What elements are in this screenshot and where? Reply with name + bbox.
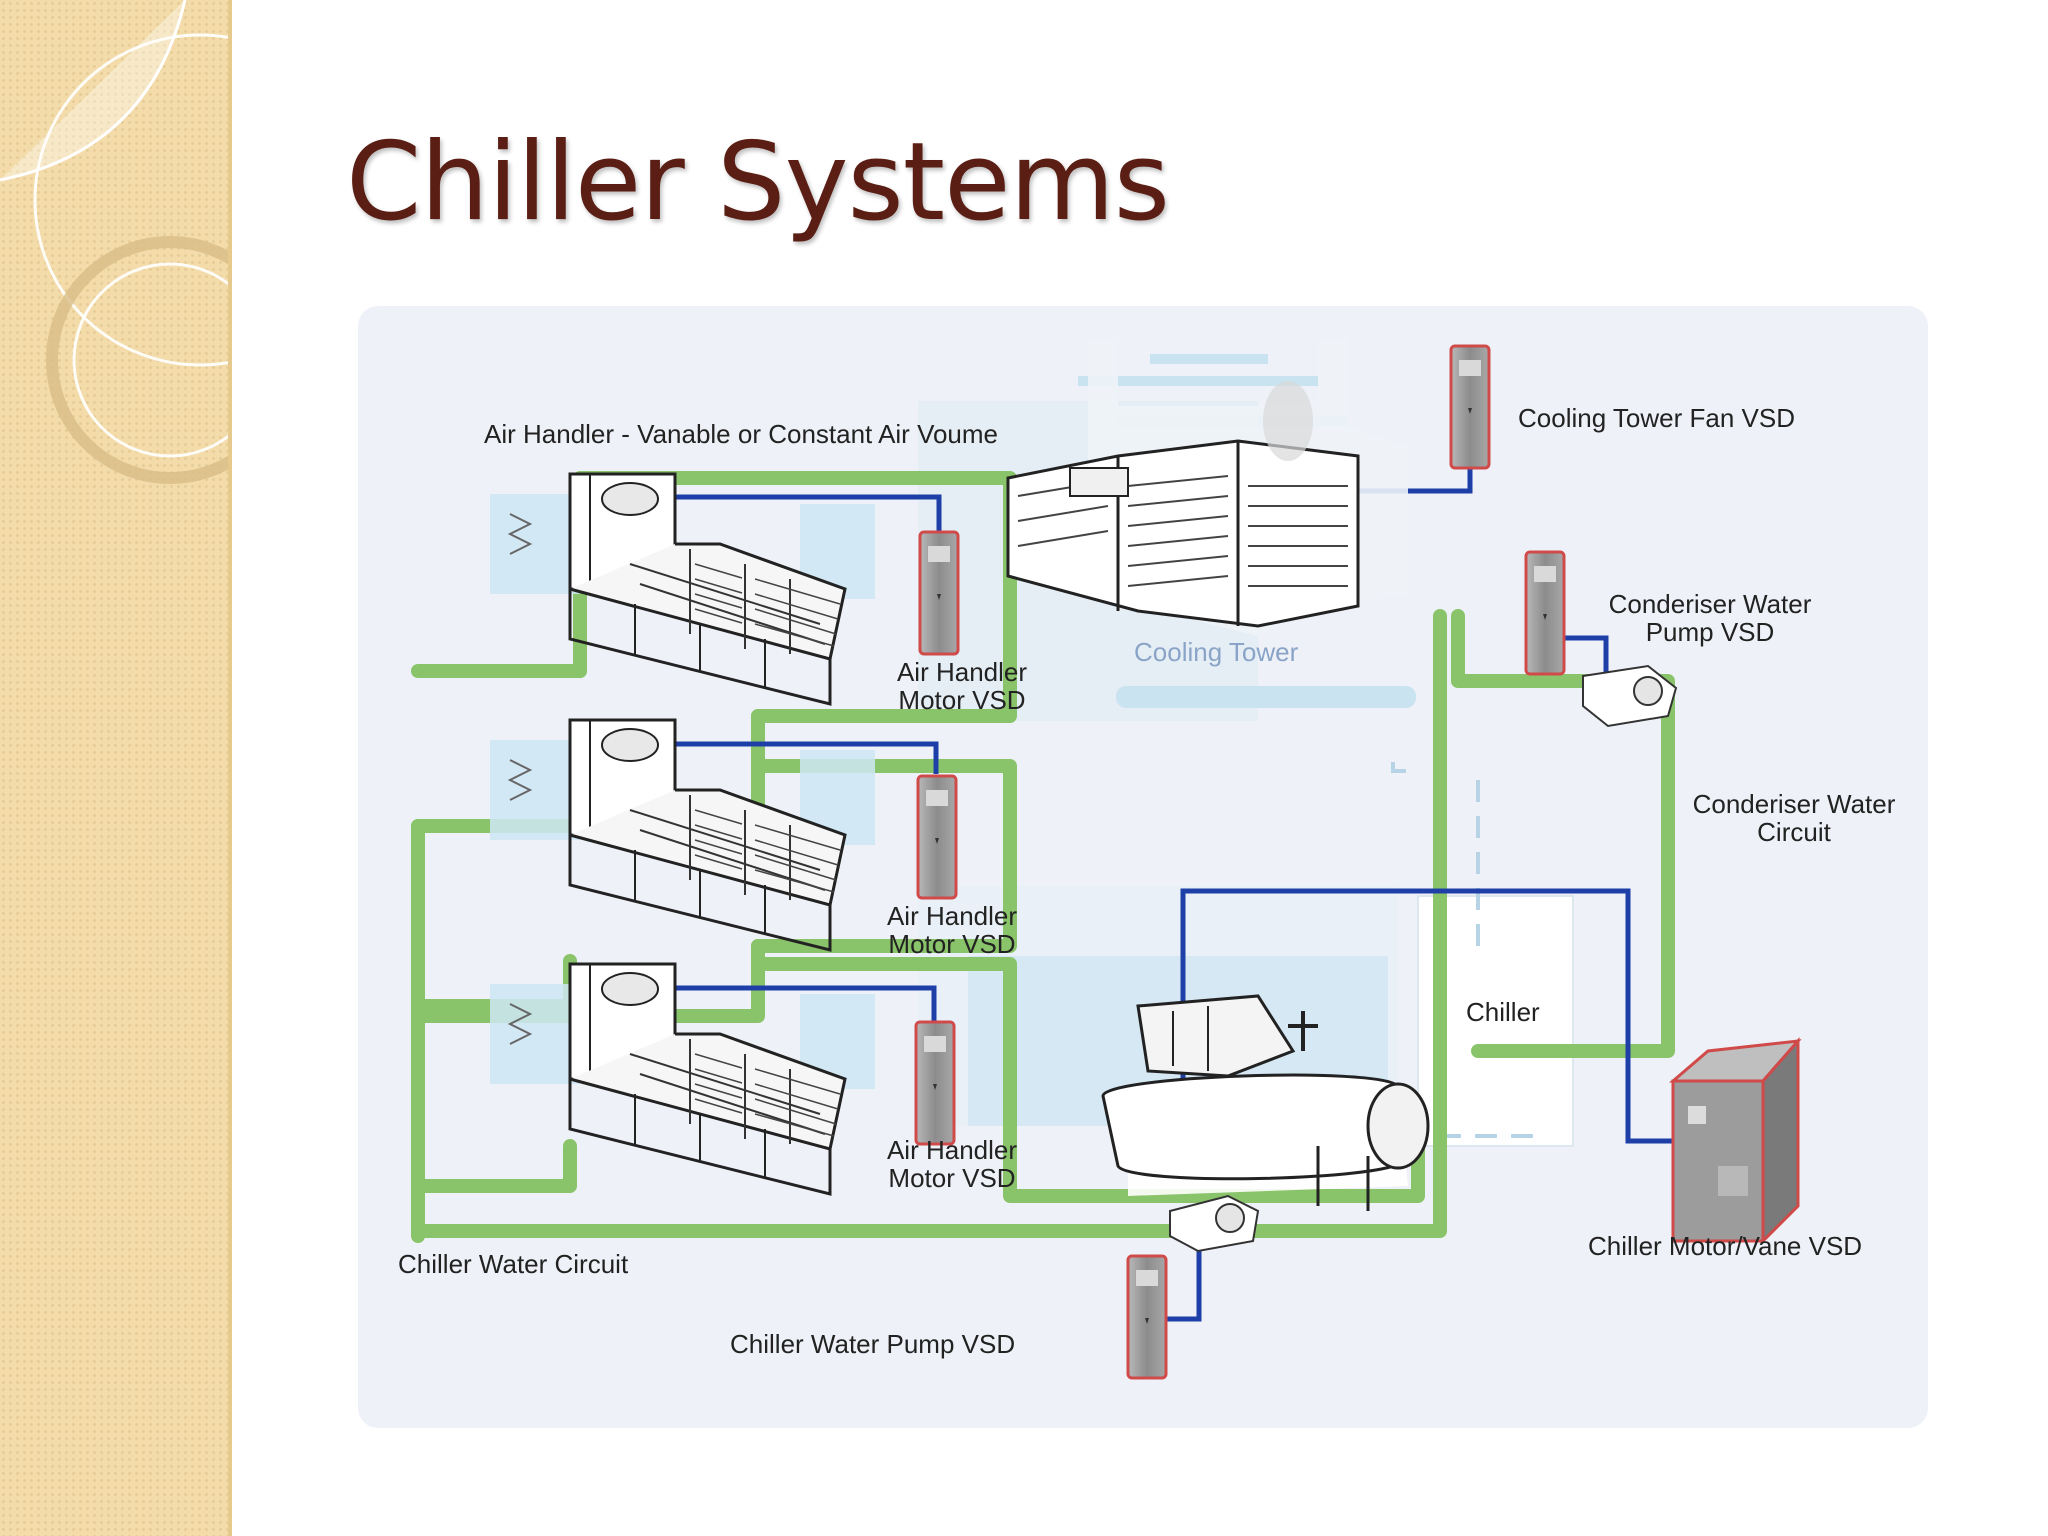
air-handler-motor-vsd-label-3: Air Handler Motor VSD [886,1135,1018,1193]
chiller-water-pump [1169,1194,1260,1253]
water-piping [411,471,1675,1243]
air-handler-motor-vsd-2 [916,774,958,900]
slide-title: Chiller Systems [346,120,1170,245]
air-handler-motor-vsd-3 [914,1020,956,1146]
condenser-water-pump-vsd [1524,550,1566,676]
chiller-motor-vsd-label: Chiller Motor/Vane VSD [1588,1231,1863,1261]
air-handler-header-label: Air Handler - Vanable or Constant Air Vo… [484,419,999,449]
chiller-water-circuit-label: Chiller Water Circuit [398,1249,629,1279]
air-handler-motor-vsd-label-1: Air Handler Motor VSD [896,657,1028,715]
cooling-tower-fan-vsd [1449,344,1491,470]
cooling-tower [1006,338,1408,636]
air-handler-motor-vsd-1 [918,530,960,656]
chiller-motor-vane-vsd [1668,1037,1802,1245]
cooling-tower-fan-vsd-label: Cooling Tower Fan VSD [1518,403,1795,433]
air-handler-unit-3 [488,962,877,1196]
diagram-canvas [411,338,1802,1380]
chiller-system-diagram: Air Handler - Vanable or Constant Air Vo… [358,306,1928,1428]
chiller-water-pump-vsd-label: Chiller Water Pump VSD [730,1329,1016,1359]
chiller-water-pump-vsd [1126,1254,1168,1380]
air-handler-motor-vsd-label-2: Air Handler Motor VSD [886,901,1018,959]
sidebar-ring-ornament [0,0,228,484]
condenser-water-pump [1582,664,1678,728]
condenser-pump-vsd-label: Conderiser Water Pump VSD [1608,589,1812,647]
condenser-circuit-label: Conderiser Water Circuit [1692,789,1896,847]
cooling-tower-label: Cooling Tower [1134,637,1299,667]
air-handler-unit-2 [488,718,877,952]
chiller-label: Chiller [1466,997,1540,1027]
chiller-unit [1101,994,1430,1211]
decorative-sidebar [0,0,232,1536]
